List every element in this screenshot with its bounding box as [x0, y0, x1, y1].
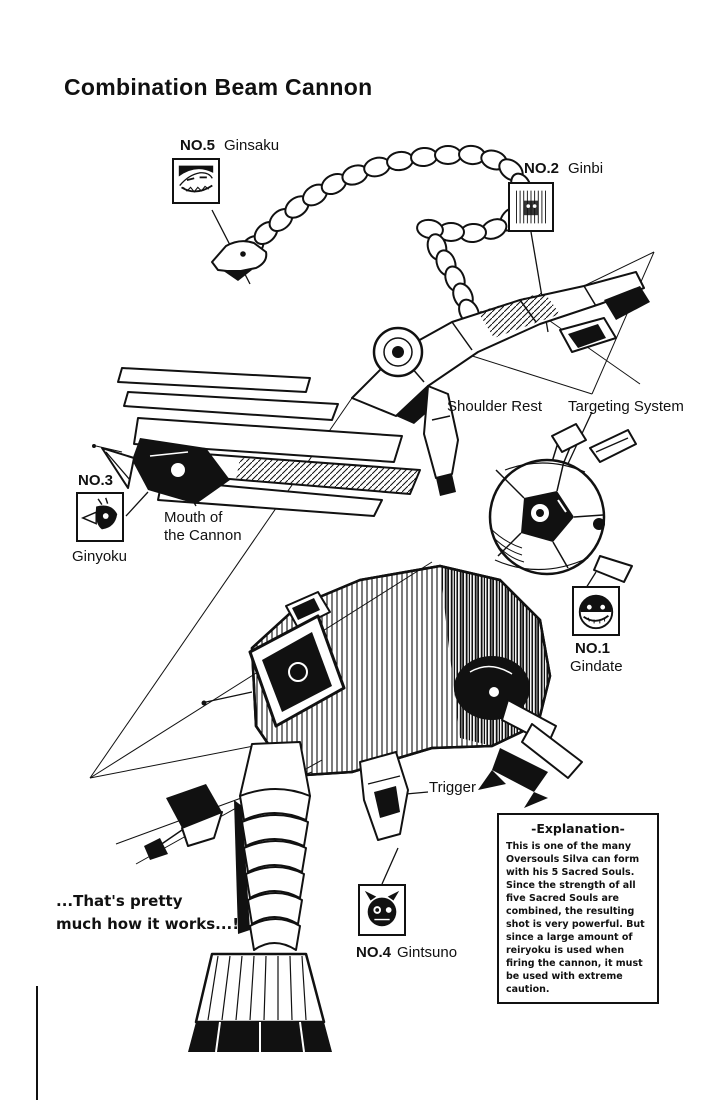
callout-mouth-of-cannon: Mouth of the Cannon — [164, 509, 242, 545]
panel-border-fragment — [36, 986, 38, 1100]
serpent-head — [211, 240, 268, 273]
caption-line: much how it works...! — [56, 915, 240, 933]
part-name: Ginsaku — [224, 137, 280, 154]
label-no1-number: NO.1 — [575, 640, 610, 657]
leg-claws — [478, 699, 583, 808]
left-arm-fragments — [144, 784, 223, 860]
explanation-title: -Explanation- — [531, 821, 625, 836]
rifle-body — [351, 271, 650, 496]
targeting-sphere — [488, 423, 637, 583]
belly-and-foot — [188, 741, 332, 1053]
label-no3-number: NO.3 — [78, 472, 113, 489]
caption-line: ...That's pretty — [56, 892, 183, 910]
ginyoku-soul-icon — [76, 492, 124, 542]
callout-targeting-system: Targeting System — [568, 398, 684, 415]
part-number: NO.3 — [78, 472, 114, 489]
label-no1-name: Gindate — [570, 658, 623, 675]
callout-line: Mouth of — [164, 509, 223, 526]
gintsuno-soul-icon — [358, 884, 406, 936]
ginsaku-soul-icon — [172, 158, 220, 204]
explanation-body: This is one of the many Oversouls Silva … — [506, 841, 645, 995]
label-no2-ginbi: NO.2 Ginbi — [524, 160, 603, 177]
callout-shoulder-rest: Shoulder Rest — [447, 398, 543, 415]
explanation-box: -Explanation- This is one of the many Ov… — [497, 813, 659, 1004]
part-number: NO.5 — [180, 137, 216, 154]
cannon-housing — [201, 564, 552, 778]
callout-trigger: Trigger — [429, 779, 476, 796]
part-name: Ginbi — [568, 160, 604, 177]
part-number: NO.1 — [575, 640, 611, 657]
part-number: NO.4 — [356, 944, 392, 961]
label-no3-name: Ginyoku — [72, 548, 127, 565]
serpent-arm — [211, 144, 532, 326]
page-title: Combination Beam Cannon — [64, 74, 373, 100]
part-name: Gindate — [570, 658, 623, 675]
foot-skirt — [194, 952, 326, 1024]
part-name: Gintsuno — [397, 944, 458, 961]
ginbi-soul-icon — [508, 182, 554, 232]
caption: ...That's pretty much how it works...! — [56, 890, 239, 936]
label-no4-gintsuno: NO.4 Gintsuno — [356, 944, 457, 961]
trigger-mechanism — [359, 751, 409, 841]
callout-line: the Cannon — [164, 527, 242, 544]
wing-panels — [92, 367, 421, 517]
part-number: NO.2 — [524, 160, 560, 177]
label-no5-ginsaku: NO.5 Ginsaku — [180, 137, 279, 154]
part-name: Ginyoku — [72, 548, 128, 565]
gindate-soul-icon — [572, 586, 620, 636]
